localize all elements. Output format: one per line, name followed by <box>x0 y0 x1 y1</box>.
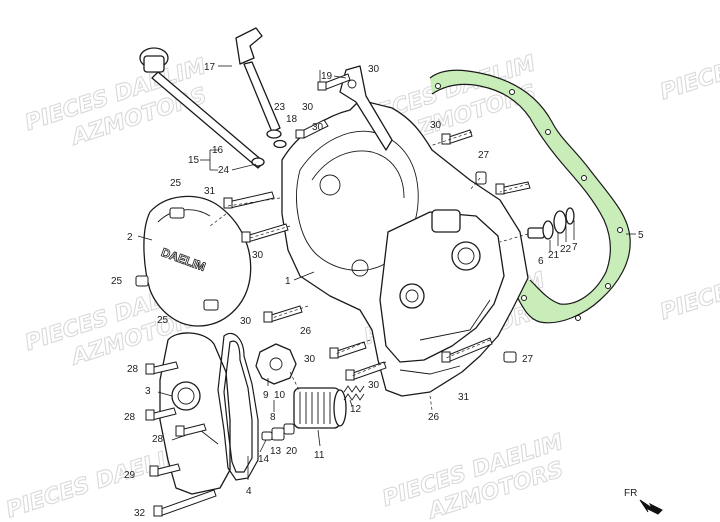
callout-label: 30 <box>240 316 252 327</box>
callout-label: 25 <box>170 178 182 189</box>
crankcase-cover-1 <box>281 99 529 397</box>
direction-label: FR <box>624 488 637 499</box>
callout-label: 27 <box>522 354 534 365</box>
callout-label: 14 <box>258 454 270 465</box>
callout-label: 22 <box>560 244 572 255</box>
callout-label: 19 <box>321 71 333 82</box>
callout-label: 21 <box>548 250 560 261</box>
callout-label: 30 <box>368 380 380 391</box>
dipstick-assembly <box>139 47 265 169</box>
callout-label: 30 <box>430 120 442 131</box>
spring-12 <box>343 385 365 401</box>
callout-label: 28 <box>152 434 164 445</box>
callout-label: 18 <box>286 114 298 125</box>
plug-13-14-20 <box>261 423 295 441</box>
callout-label: 20 <box>286 446 298 457</box>
callout-label: 30 <box>304 354 316 365</box>
direction-arrow-icon <box>639 499 663 515</box>
callout-label: 5 <box>638 230 644 241</box>
leader-lines <box>137 65 636 480</box>
gasket-5 <box>429 69 631 324</box>
callout-label: 1 <box>285 276 291 287</box>
callout-label: 17 <box>204 62 216 73</box>
callout-label: 16 <box>212 145 224 156</box>
gasket-4 <box>217 332 259 481</box>
oil-filter-11 <box>293 387 347 429</box>
clutch-cover-2: DAELIM <box>143 195 252 327</box>
callout-label: 13 <box>270 446 282 457</box>
callout-label: 3 <box>145 386 151 397</box>
callout-label: 26 <box>300 326 312 337</box>
callout-label: 12 <box>350 404 362 415</box>
callout-label: 30 <box>302 102 314 113</box>
callout-label: 23 <box>274 102 286 113</box>
callout-label: 28 <box>124 412 136 423</box>
callout-label: 10 <box>274 390 286 401</box>
callout-label: 2 <box>127 232 133 243</box>
seal-6-21-22 <box>527 207 575 240</box>
oil-pump-rotor <box>255 343 297 385</box>
callout-label: 4 <box>246 486 252 497</box>
shaft-17 <box>235 27 287 149</box>
front-direction-indicator: FR <box>624 488 663 515</box>
callout-label: 31 <box>204 186 216 197</box>
callout-label: 7 <box>572 242 578 253</box>
callout-label: 28 <box>127 364 139 375</box>
callout-label: 6 <box>538 256 544 267</box>
callout-label: 31 <box>458 392 470 403</box>
callout-label: 30 <box>312 122 324 133</box>
callouts: 17 19 30 23 30 18 30 16 15 24 27 25 31 3… <box>111 62 644 519</box>
callout-label: 9 <box>263 390 269 401</box>
callout-label: 27 <box>478 150 490 161</box>
callout-label: 8 <box>270 412 276 423</box>
callout-label: 29 <box>124 470 136 481</box>
callout-label: 30 <box>368 64 380 75</box>
alignment-lines <box>209 131 529 411</box>
watermark-text: PIECES DAELIM <box>657 243 720 325</box>
callout-label: 25 <box>111 276 123 287</box>
callout-label: 26 <box>428 412 440 423</box>
callout-label: 32 <box>134 508 146 519</box>
callout-label: 30 <box>252 250 264 261</box>
bracket-19 <box>339 65 393 151</box>
callout-label: 25 <box>157 315 169 326</box>
callout-label: 24 <box>218 165 230 176</box>
watermark-text: PIECES DAELIM <box>657 23 720 105</box>
dowel-pin-27 <box>475 171 517 363</box>
callout-label: 15 <box>188 155 200 166</box>
callout-label: 11 <box>314 450 325 461</box>
